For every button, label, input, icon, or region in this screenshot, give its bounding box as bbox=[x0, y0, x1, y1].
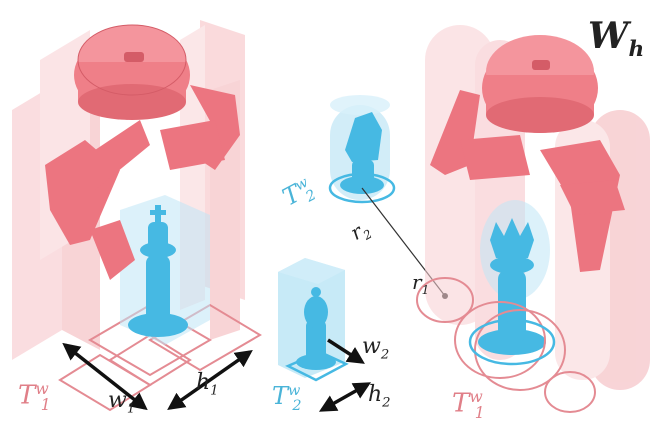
w2-label: w2 bbox=[362, 336, 389, 362]
world-frame-label: Wh bbox=[588, 18, 644, 61]
world-label-main: W bbox=[588, 15, 628, 57]
h1-label: h1 bbox=[196, 372, 219, 398]
left-gripper-scene bbox=[12, 20, 260, 410]
w2-main: w bbox=[362, 334, 381, 359]
t1-left-label: Tw1 bbox=[18, 382, 51, 413]
h1-main: h bbox=[196, 370, 210, 395]
h2-arrow bbox=[322, 384, 368, 410]
t1-right-label: Tw1 bbox=[452, 390, 485, 421]
t1-left-main: T bbox=[18, 381, 35, 411]
t2-bottom-main: T bbox=[272, 382, 288, 410]
t1-left-sub: 1 bbox=[41, 396, 51, 414]
t1-right-main: T bbox=[452, 389, 469, 419]
w1-sub: 1 bbox=[127, 401, 135, 416]
world-label-sub: h bbox=[628, 37, 644, 62]
t2-bottom-sub: 2 bbox=[292, 398, 301, 414]
r1-main: r bbox=[412, 270, 422, 294]
r1-sub: 1 bbox=[422, 283, 430, 297]
right-gripper-scene bbox=[417, 25, 650, 412]
h2-sub: 2 bbox=[382, 395, 390, 410]
h2-label: h2 bbox=[368, 384, 391, 410]
h1-sub: 1 bbox=[210, 383, 218, 398]
t1-right-sub: 1 bbox=[475, 404, 485, 422]
r1-label: r1 bbox=[412, 272, 429, 296]
w1-main: w bbox=[108, 388, 127, 413]
w2-sub: 2 bbox=[381, 347, 389, 362]
h2-main: h bbox=[368, 382, 382, 407]
t2-bottom-sup: w bbox=[288, 383, 300, 399]
w1-label: w1 bbox=[108, 390, 135, 416]
left-gripper-body bbox=[74, 25, 190, 120]
right-gripper-body bbox=[482, 35, 598, 133]
t2-bottom-label: Tw2 bbox=[272, 384, 302, 413]
